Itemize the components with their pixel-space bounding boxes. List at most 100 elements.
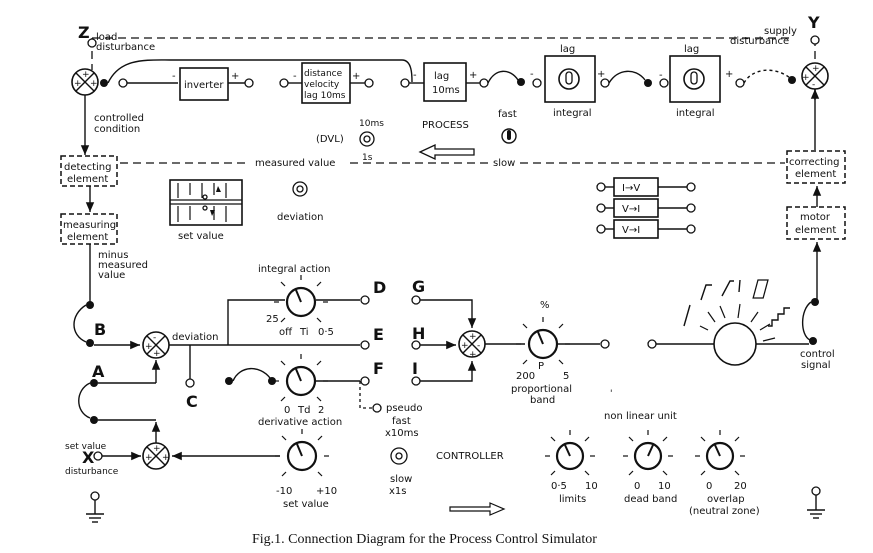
svg-text:-: -	[812, 80, 815, 90]
svg-text:lag: lag	[434, 71, 449, 82]
load-disturbance-label: disturbance	[96, 42, 155, 53]
node-z[interactable]: Z	[78, 23, 97, 48]
plug[interactable]	[268, 377, 276, 385]
slow-mult-label: x1s	[389, 486, 407, 497]
limits-knob[interactable]	[545, 430, 595, 476]
svg-text:+: +	[74, 79, 82, 89]
node-x[interactable]: X	[82, 448, 103, 467]
svg-text:Y: Y	[807, 13, 820, 32]
slow-label: slow	[390, 474, 412, 485]
svg-text:-: -	[477, 341, 480, 351]
node-f[interactable]: F	[373, 359, 384, 378]
pseudo-jack[interactable]	[372, 403, 382, 413]
summing-junction-set-value: + + +	[142, 442, 170, 470]
derivative-knob[interactable]	[274, 354, 328, 402]
svg-text:I→V: I→V	[622, 183, 640, 194]
plug[interactable]	[788, 76, 796, 84]
summing-junction-deviation: + - +	[142, 331, 170, 359]
measured-value-line: measured value slow	[120, 158, 785, 169]
plug[interactable]	[86, 301, 94, 309]
svg-text:+: +	[469, 350, 477, 360]
node-c-jack[interactable]	[185, 378, 195, 388]
dead-band-knob[interactable]	[623, 430, 673, 476]
svg-text:+: +	[231, 71, 239, 82]
converter-vi-1: V→I	[596, 198, 696, 218]
svg-text:fast: fast	[498, 109, 517, 120]
deviation-jack[interactable]: deviation	[277, 181, 323, 223]
node-a[interactable]: A	[92, 362, 105, 381]
plug[interactable]	[90, 379, 98, 387]
set-value-knob[interactable]	[275, 429, 329, 477]
node-g[interactable]: G	[412, 277, 425, 296]
signal-label: signal	[801, 360, 831, 371]
plug[interactable]	[517, 78, 525, 86]
control-label: control	[800, 349, 835, 360]
svg-text:-: -	[172, 71, 176, 82]
overlap-knob[interactable]	[695, 430, 745, 476]
p-200-label: 200	[516, 371, 535, 382]
svg-text:+: +	[725, 69, 733, 80]
svg-text:X: X	[82, 448, 95, 467]
deviation-label: deviation	[172, 332, 218, 343]
svg-text:10ms: 10ms	[359, 119, 384, 129]
nonlinear-selector[interactable]	[683, 279, 809, 366]
timebase-switch[interactable]	[390, 447, 408, 465]
value-label: value	[98, 270, 125, 281]
p-label: P	[538, 361, 544, 372]
svg-text:+: +	[90, 79, 98, 89]
percent-label: %	[540, 300, 550, 311]
neutral-zone-label: (neutral zone)	[689, 506, 760, 517]
node-e[interactable]: E	[373, 325, 384, 344]
plug[interactable]	[86, 339, 94, 347]
summing-junction-controller: + + + -	[458, 330, 486, 360]
plug[interactable]	[100, 79, 108, 87]
summing-junction-z: + + +	[71, 68, 99, 96]
plug[interactable]	[225, 377, 233, 385]
plug[interactable]	[644, 79, 652, 87]
node-i[interactable]: I	[412, 359, 418, 378]
svg-text:+: +	[469, 332, 477, 342]
node-d[interactable]: D	[373, 278, 386, 297]
sv-min-label: -10	[276, 486, 292, 497]
correcting-element: correcting element	[786, 150, 846, 184]
controller-label: CONTROLLER	[436, 451, 504, 462]
dvl-switch[interactable]: (DVL) 10ms 1s	[316, 119, 384, 163]
td-2-label: 2	[318, 405, 324, 416]
ti-25-label: 25	[266, 314, 279, 325]
proportional-band-knob[interactable]	[516, 317, 570, 365]
svg-text:-: -	[659, 70, 663, 81]
node-b[interactable]: B	[94, 320, 106, 339]
svg-text:measuring: measuring	[63, 220, 116, 231]
overlap-label: overlap	[707, 494, 745, 505]
disturbance-label: disturbance	[65, 467, 119, 477]
plug[interactable]	[811, 298, 819, 306]
fast-slow-switch[interactable]: fast	[498, 109, 517, 144]
plug[interactable]	[90, 416, 98, 424]
load-label: load	[96, 32, 117, 43]
node-h[interactable]: H	[412, 324, 425, 343]
integral-knob[interactable]	[274, 275, 328, 323]
svg-text:+: +	[145, 453, 153, 463]
p-5-label: 5	[563, 371, 569, 382]
dead-band-label: dead band	[624, 494, 677, 505]
svg-text:-: -	[293, 71, 297, 82]
dead-max-label: 10	[658, 481, 671, 492]
derivative-action-label: derivative action	[258, 417, 342, 428]
ti-off-label: off	[279, 327, 293, 338]
overlap-max-label: 20	[734, 481, 747, 492]
lag-integral-block-2: - lag integral +	[659, 44, 745, 119]
ground-icon	[86, 491, 104, 523]
set-value-dist-label: set value	[65, 442, 107, 452]
svg-text:set value: set value	[178, 231, 224, 242]
svg-text:(DVL): (DVL)	[316, 134, 344, 145]
lag-10ms-block: - lag 10ms +	[400, 62, 489, 102]
svg-text:integral: integral	[676, 108, 715, 119]
node-y[interactable]: Y	[807, 13, 820, 45]
node-c[interactable]: C	[186, 392, 198, 411]
detecting-element: detecting element	[60, 155, 118, 187]
svg-text:element: element	[67, 174, 108, 185]
svg-text:measured value: measured value	[255, 158, 335, 169]
svg-text:-: -	[413, 70, 417, 81]
plug[interactable]	[809, 337, 817, 345]
